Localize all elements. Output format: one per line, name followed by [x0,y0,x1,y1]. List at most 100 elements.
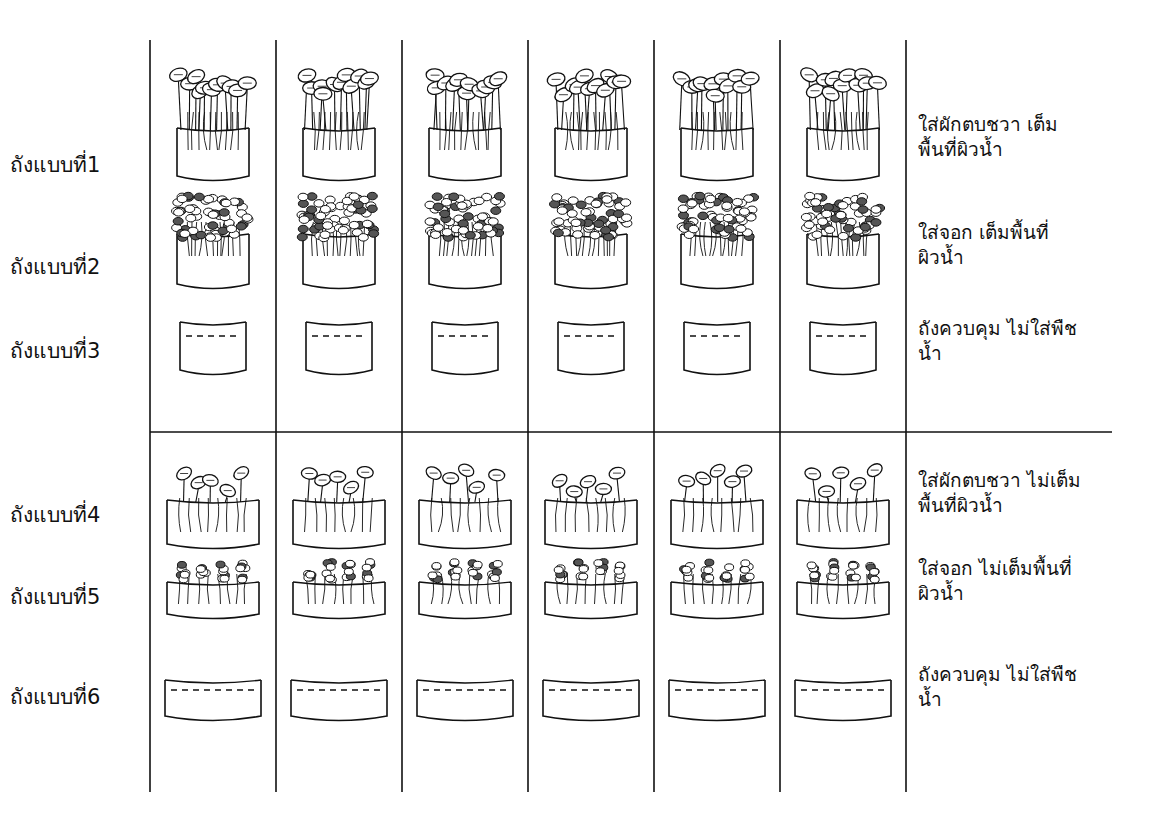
hyacinth-leaf [550,472,570,490]
plant-stem [178,79,181,130]
duckweed-leaf [297,233,307,241]
hyacinth-leaf [231,464,251,482]
duckweed-leaf [453,567,462,574]
plant-stem [562,99,564,130]
tank-body [543,680,639,721]
plant-root [226,498,228,532]
grid-line [653,40,655,792]
plant-stem [578,91,580,130]
plant-stem [449,482,451,502]
plant-stem [828,98,831,130]
plant-stem [432,477,434,502]
leaf-vein [556,480,564,481]
plant-stem [498,83,500,130]
plant-root [179,498,181,532]
plant-stem [453,88,455,130]
plant-root [596,498,598,532]
duckweed-leaf [174,209,184,217]
plant-stem [603,94,606,130]
tank-rim [306,322,372,325]
plant-stem [595,90,597,130]
duckweed-leaf [194,193,204,201]
plant-root [488,498,492,532]
plant-root [742,112,743,150]
duckweed-leaf [196,566,205,573]
hyacinth-leaf [487,69,509,88]
duckweed-leaf [344,568,353,575]
tank-body [419,582,511,619]
duckweed-leaf [206,234,216,242]
duckweed-leaf [682,566,691,573]
water-level [564,335,618,336]
duckweed-leaf [579,573,588,580]
leaf-vein [723,85,732,86]
leaf-vein [552,79,561,80]
hyacinth-leaf [359,71,379,87]
tank-rim [419,500,511,503]
plant-stem [744,475,746,502]
plant-root [237,498,239,532]
duckweed-leaf [449,193,459,201]
hyacinth-leaf [330,471,346,482]
water-level [690,335,744,336]
plant-root [454,112,456,150]
duckweed-leaf [364,575,373,582]
tank-body [165,680,261,721]
tank-body [797,500,889,549]
hyacinth-leaf [546,71,567,88]
duckweed-leaf [473,223,483,231]
duckweed-leaf [236,565,245,572]
water-level [297,689,381,690]
leaf-vein [746,78,755,79]
duckweed-leaf [740,566,749,573]
plant-root [707,112,709,150]
plant-root [323,574,325,604]
hyacinth-leaf [467,480,486,495]
leaf-vein [431,75,440,76]
duckweed-leaf [451,573,460,580]
duckweed-leaf [722,572,731,579]
duckweed-leaf [307,206,317,214]
tank-body [432,322,498,375]
plant-root [570,112,574,150]
hyacinth-leaf [612,75,630,88]
leaf-vein [305,473,313,474]
tank-label: ถังแบบที่1 [10,148,100,181]
plant-root [244,498,246,532]
plant-root [461,112,462,150]
plant-root [473,112,476,150]
duckweed-leaf [177,195,187,203]
hyacinth-leaf [735,463,754,479]
grid-line [150,431,1112,433]
plant-stem [351,90,354,130]
plant-stem [573,89,575,130]
hyacinth-leaf [566,485,583,498]
tank-body [684,322,750,375]
plant-stem [691,91,692,130]
plant-root [305,498,306,532]
plant-root [555,498,557,532]
plant-root [370,498,372,532]
leaf-vein [591,85,600,86]
plant-root [828,498,830,532]
tank-rim [293,500,385,503]
leaf-vein [319,480,327,481]
hyacinth-leaf [595,483,611,494]
plant-root [595,574,596,604]
plant-stem [210,484,211,502]
plant-root [468,498,470,532]
leaf-vein [347,487,355,488]
duckweed-leaf [807,562,816,569]
leaf-vein [462,470,470,471]
leaf-vein [342,74,351,75]
plant-stem [210,94,211,130]
duckweed-leaf [849,562,858,569]
leaf-vein [809,473,817,474]
hyacinth-leaf [238,77,256,90]
plant-root [819,498,820,532]
duckweed-leaf [349,193,359,201]
duckweed-leaf [428,572,437,579]
tank-body [795,680,891,721]
leaf-vein [180,473,188,474]
duckweed-leaf [358,234,368,242]
